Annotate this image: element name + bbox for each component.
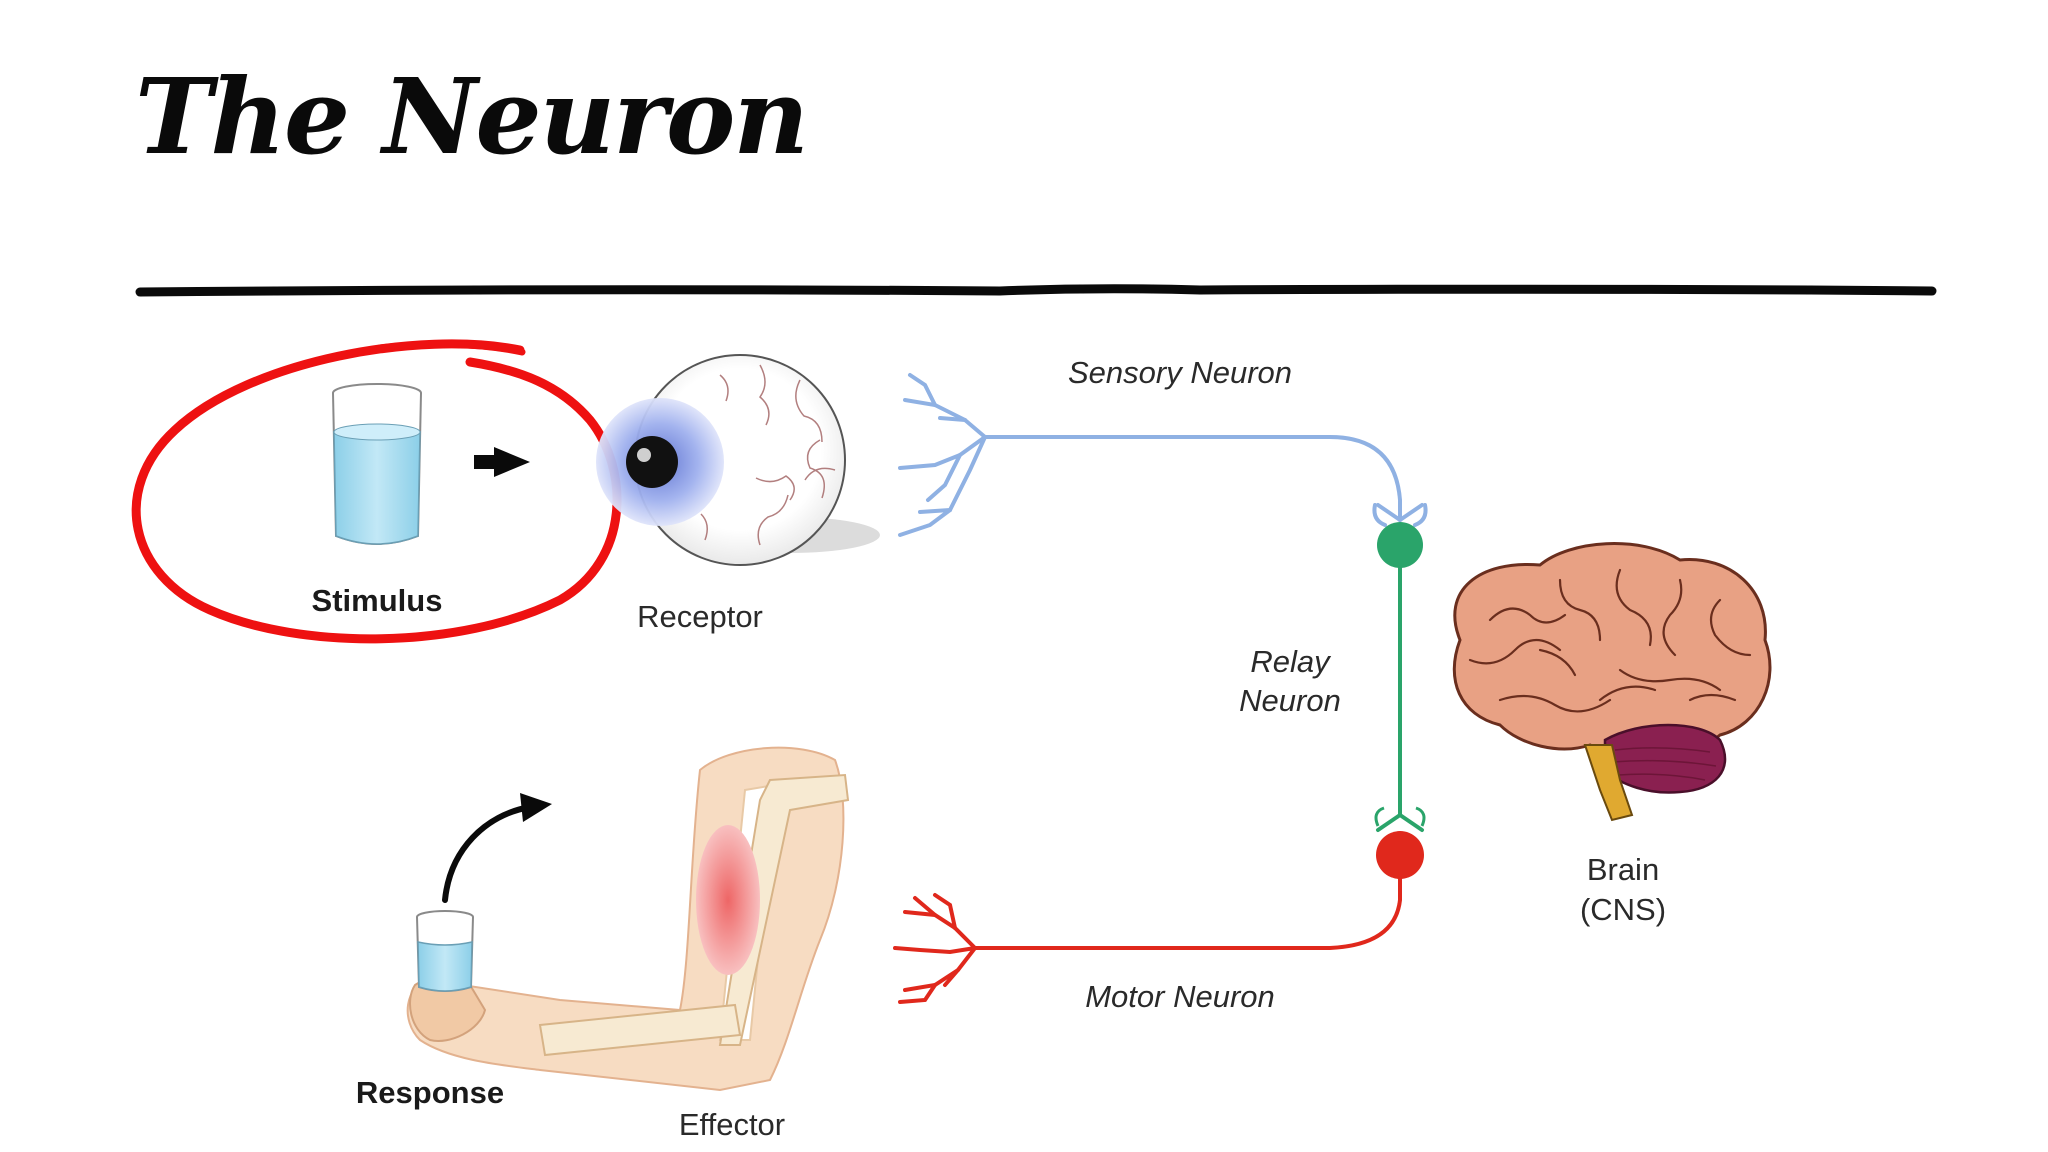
sensory-neuron-label: Sensory Neuron	[1068, 355, 1292, 390]
relay-neuron-label-line2: Neuron	[1239, 683, 1341, 718]
brain-image	[1452, 542, 1772, 822]
stimulus-glass	[332, 383, 422, 545]
response-label: Response	[356, 1075, 504, 1110]
receptor-label: Receptor	[637, 599, 763, 634]
response-arrow	[442, 804, 533, 903]
relay-neuron-label-line1: Relay	[1250, 644, 1332, 679]
brain-label-line1: Brain	[1587, 852, 1659, 887]
relay-neuron	[1374, 522, 1426, 832]
arm-image	[406, 746, 850, 1092]
title-divider	[135, 284, 1937, 297]
highlight-circle	[131, 339, 622, 644]
slide-title: The Neuron	[135, 55, 809, 178]
stimulus-label: Stimulus	[312, 583, 443, 618]
brain-label-line2: (CNS)	[1580, 892, 1666, 927]
response-arrowhead	[520, 793, 552, 822]
response-glass	[416, 910, 474, 992]
sensory-neuron	[898, 373, 1428, 537]
highlight-circle-tail	[376, 340, 526, 356]
eyeball-image	[596, 354, 880, 566]
effector-label: Effector	[679, 1107, 785, 1142]
motor-neuron	[893, 831, 1424, 1004]
stimulus-arrow	[474, 447, 530, 477]
motor-neuron-label: Motor Neuron	[1085, 979, 1275, 1014]
